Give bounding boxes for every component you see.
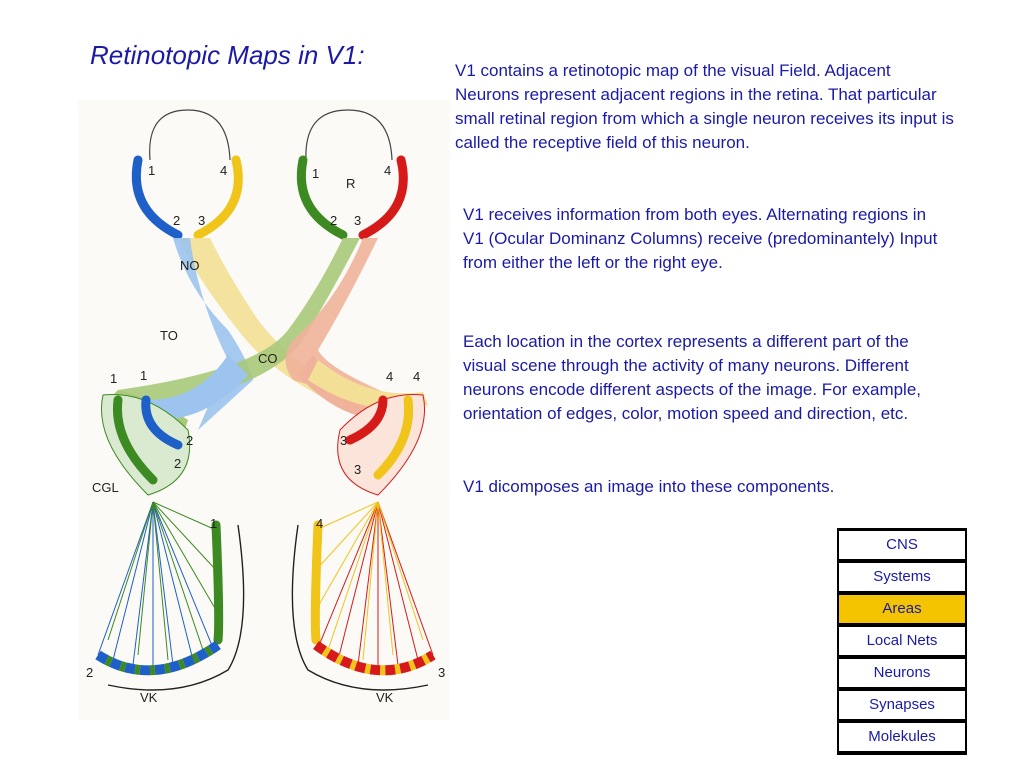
label-cgl: CGL [92,480,119,495]
label-v1-right-4: 4 [316,516,323,531]
label-left-retina-4: 4 [220,163,227,178]
nav-item-synapses[interactable]: Synapses [838,690,966,720]
nav-item-cns[interactable]: CNS [838,530,966,560]
label-right-eye-r: R [346,176,355,191]
paragraph-cortex-locations: Each location in the cortex represents a… [463,330,953,426]
paragraph-decomposition: V1 dicomposes an image into these compon… [463,475,953,499]
label-left-retina-1: 1 [148,163,155,178]
label-v1-right-3: 3 [438,665,445,680]
label-vk-left: VK [140,690,158,705]
paragraph-ocular-dominance: V1 receives information from both eyes. … [463,203,948,275]
label-cgl-right-4b: 4 [413,369,420,384]
label-left-retina-2: 2 [173,213,180,228]
label-right-retina-3: 3 [354,213,361,228]
label-cgl-left-2a: 2 [186,433,193,448]
nav-item-molekules[interactable]: Molekules [838,722,966,752]
label-right-retina-2: 2 [330,213,337,228]
label-no: NO [180,258,200,273]
label-cgl-right-4a: 4 [386,369,393,384]
nav-item-local-nets[interactable]: Local Nets [838,626,966,656]
label-left-retina-3: 3 [198,213,205,228]
level-navigation: CNS Systems Areas Local Nets Neurons Syn… [837,528,967,755]
label-v1-left-1: 1 [210,516,217,531]
label-cgl-right-3a: 3 [340,433,347,448]
nav-item-areas[interactable]: Areas [838,594,966,624]
nav-item-neurons[interactable]: Neurons [838,658,966,688]
label-cgl-left-1a: 1 [110,371,117,386]
v1-left-green-strip [216,525,219,640]
v1-right-yellow-strip [315,525,318,640]
label-right-retina-1: 1 [312,166,319,181]
label-cgl-left-2b: 2 [174,456,181,471]
nav-item-systems[interactable]: Systems [838,562,966,592]
slide-title: Retinotopic Maps in V1: [90,40,365,71]
label-right-retina-4: 4 [384,163,391,178]
label-cgl-left-1b: 1 [140,368,147,383]
label-vk-right: VK [376,690,394,705]
paragraph-retinotopic-map: V1 contains a retinotopic map of the vis… [455,59,955,155]
label-co: CO [258,351,278,366]
label-v1-left-2: 2 [86,665,93,680]
visual-pathway-diagram: 1 4 2 3 1 4 R 2 3 NO TO CO 1 1 2 2 CGL 4… [78,100,450,720]
label-to: TO [160,328,178,343]
label-cgl-right-3b: 3 [354,462,361,477]
